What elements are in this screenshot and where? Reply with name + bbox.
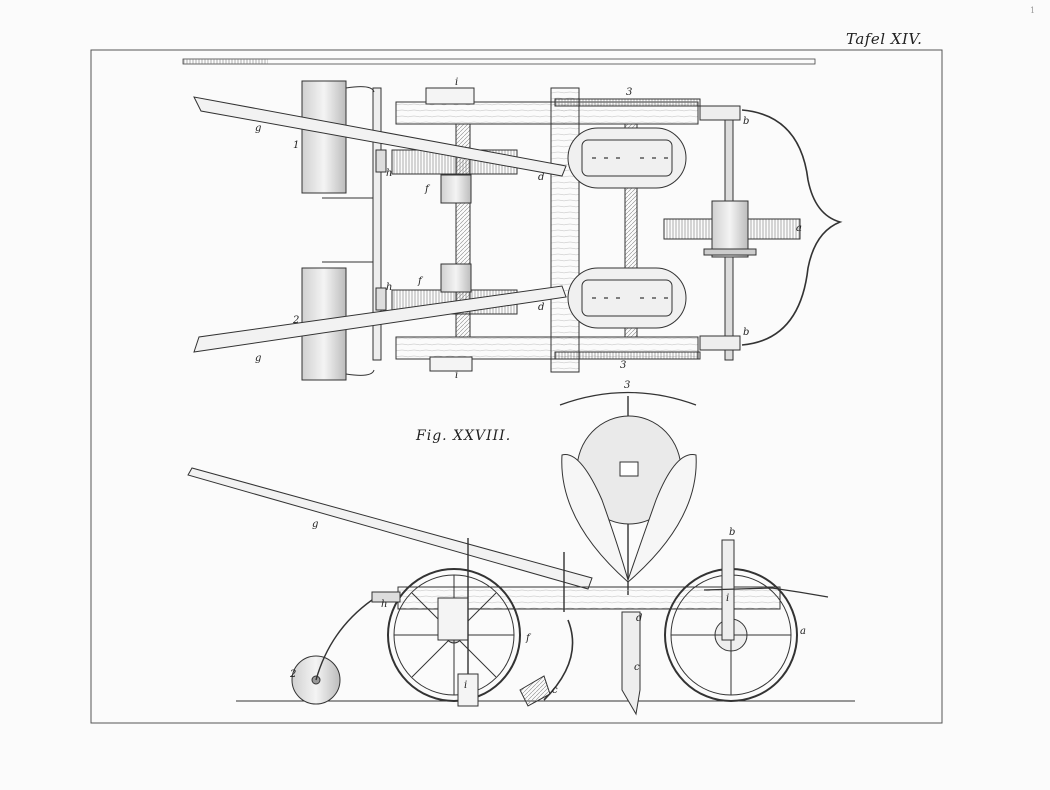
label-d-lower: d — [538, 302, 545, 313]
label-h-lower: h — [386, 282, 393, 293]
label-b-lower: b — [743, 327, 750, 338]
label-roller-2: 2 — [293, 315, 300, 326]
label-c-side-mid: c — [634, 662, 640, 673]
drive-wheel-plan — [663, 200, 801, 258]
upper-seed-hopper — [567, 127, 687, 189]
label-3-upper: 3 — [626, 87, 633, 98]
press-roller-2 — [291, 591, 401, 705]
front-crossbeam — [550, 87, 580, 373]
label-f-side: f — [526, 633, 530, 644]
label-2-side: 2 — [290, 669, 297, 680]
label-3-side: 3 — [624, 380, 631, 391]
label-f-lower: f — [418, 276, 422, 287]
figure-caption: Fig. XXVIII. — [416, 428, 512, 444]
label-3-lower: 3 — [620, 360, 627, 371]
hitch-rail — [741, 109, 843, 346]
scale-bar — [182, 58, 816, 65]
upper-beam — [395, 101, 699, 125]
side-view — [187, 391, 855, 716]
label-d-side: d — [636, 613, 643, 624]
label-b-side: b — [729, 527, 736, 538]
coulter-c — [621, 611, 641, 716]
label-i-upper: i — [455, 77, 459, 88]
lower-rack — [554, 351, 701, 360]
lower-handle — [193, 285, 567, 353]
label-a-side: a — [800, 626, 806, 637]
label-b-upper: b — [743, 116, 750, 127]
label-roller-1: 1 — [293, 140, 300, 151]
label-a-plan: a — [796, 223, 802, 234]
label-g-lower: g — [255, 353, 262, 364]
label-d-upper: d — [538, 172, 545, 183]
label-c-side-left: c — [552, 685, 558, 696]
label-f-upper: f — [425, 184, 429, 195]
upper-rack — [554, 98, 701, 107]
label-g-upper: g — [255, 123, 262, 134]
label-i-side-lower: i — [464, 680, 468, 691]
marker-arc — [559, 391, 697, 406]
lower-seed-hopper — [567, 267, 687, 329]
page-mark: 1 — [1030, 6, 1036, 15]
plan-view — [193, 80, 843, 381]
rear-crossbar — [372, 87, 382, 361]
plate-title: Tafel XIV. — [846, 30, 923, 48]
plate-border — [90, 49, 943, 724]
label-h-side: h — [381, 599, 388, 610]
upper-handle — [193, 96, 567, 177]
roller-1 — [301, 80, 347, 194]
side-handle — [187, 467, 593, 590]
label-h-upper: h — [386, 168, 393, 179]
label-i-side-right: i — [726, 593, 730, 604]
label-i-lower: i — [455, 370, 459, 381]
seed-hopper-side — [561, 415, 697, 583]
label-g-side: g — [312, 519, 319, 530]
